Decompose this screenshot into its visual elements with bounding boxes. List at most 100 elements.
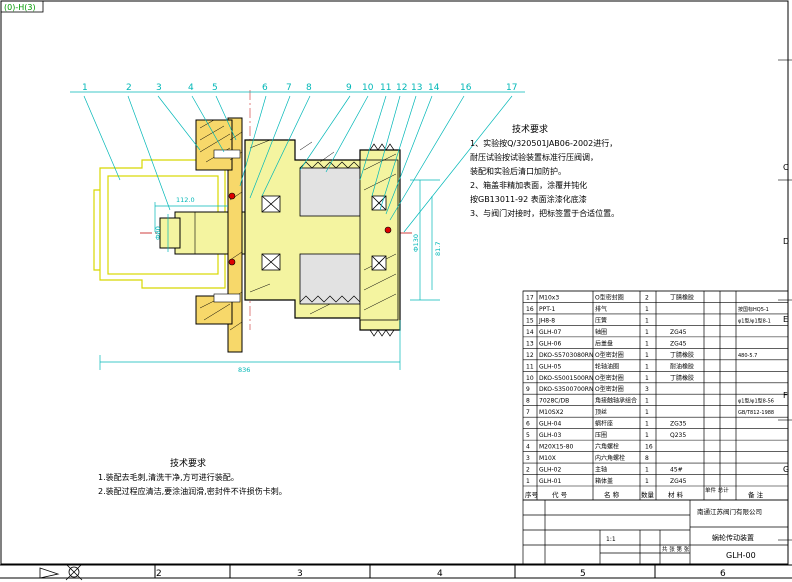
balloon-14: 14	[428, 83, 440, 93]
bom-cell-name: 压圈	[595, 432, 607, 439]
balloon-7: 7	[286, 83, 292, 93]
balloon-10: 10	[362, 83, 374, 93]
bom-cell-qty: 1	[645, 409, 649, 416]
drawing-name: 蜗轮传动装置	[712, 533, 754, 542]
bom-cell-name: 后盖盘	[595, 339, 613, 347]
balloon-3: 3	[156, 83, 162, 93]
balloon-6: 6	[262, 83, 268, 93]
bom-cell-name: O型密封圈	[595, 374, 624, 382]
side-zone-g: G	[783, 465, 789, 474]
bom-cell-name: 排气	[595, 305, 607, 313]
balloon-1: 1	[82, 83, 88, 93]
bom-cell-name: 轮轴油圈	[595, 362, 619, 370]
bearings	[261, 195, 387, 271]
bom-cell-mat: 耐油橡胶	[670, 362, 694, 370]
bom-cell-mat: ZG35	[670, 421, 687, 428]
dim-836: 836	[238, 366, 250, 374]
bom-cell-qty: 8	[645, 455, 649, 462]
drawing-number: GLH-00	[726, 551, 756, 560]
tech-req-line-5: 按GB13011-92 表面涂漆化底漆	[470, 194, 587, 204]
zone-label-3: 3	[297, 569, 303, 579]
bom-cell-no: 8	[526, 398, 530, 405]
bom-cell-qty: 2	[645, 294, 649, 301]
bom-cell-no: 6	[526, 421, 530, 428]
bom-cell-qty: 1	[645, 398, 649, 405]
balloon-numbers: 1 2 3 4 5 6 7 8 9 10 11 12 13 14 16 17	[82, 83, 517, 93]
bom-cell-no: 5	[526, 432, 530, 439]
dimension-lines	[99, 179, 440, 370]
bom-cell-mat: 丁腈橡胶	[670, 293, 694, 301]
bom-header-name: 名 称	[604, 490, 620, 499]
bom-cell-note: GB/T812-1988	[738, 410, 774, 416]
bom-cell-note: φ1型/φ1型8-56	[738, 398, 774, 405]
tech-req-line-3: 装配和实验后清口加防护。	[470, 166, 566, 176]
bom-cell-mat: ZG45	[670, 340, 687, 347]
bom-header-qty: 数量	[641, 490, 655, 499]
bom-cell-no: 3	[526, 455, 530, 462]
bom-cell-name: 蜗杆座	[595, 420, 613, 428]
bom-cell-code: GLH-07	[539, 329, 561, 336]
bom-cell-no: 16	[526, 306, 534, 313]
dim-817: 81.7	[434, 242, 442, 256]
bom-cell-no: 11	[526, 363, 534, 370]
title-block: 南通江苏阀门有限公司 蜗轮传动装置 GLH-00 1:1 共 张 第 张	[522, 499, 789, 565]
bom-cell-name: 六角螺栓	[595, 443, 619, 451]
side-zone-c: C	[783, 163, 789, 172]
bom-cell-note: 480-5.7	[738, 353, 757, 359]
balloon-9: 9	[346, 83, 352, 93]
bom-cell-qty: 1	[645, 363, 649, 370]
bom-cell-qty: 1	[645, 340, 649, 347]
bom-cell-no: 4	[526, 444, 530, 451]
balloon-11: 11	[380, 83, 391, 93]
bom-cell-name: 轴圈	[595, 328, 607, 336]
balloon-5: 5	[212, 83, 218, 93]
dim-d130: Ф130	[412, 234, 420, 252]
tech-req-line-2: 耐压试验按试验装置标准行压阀调，	[470, 152, 598, 162]
bom-cell-qty: 1	[645, 317, 649, 324]
tech-req-title: 技术要求	[512, 123, 548, 135]
tech-req2-line-1: 1.装配去毛刺,清洗干净,方可进行装配。	[98, 472, 239, 482]
bom-cell-name: 内六角螺栓	[595, 454, 625, 462]
zone-label-6: 6	[720, 569, 726, 579]
bom-cell-mat: ZG45	[670, 329, 687, 336]
bom-cell-name: O型密封圈	[595, 351, 624, 359]
bom-cell-mat: 丁腈橡胶	[670, 374, 694, 382]
bom-cell-code: 7028C/DB	[539, 398, 569, 405]
zone-label-2: 2	[156, 569, 162, 579]
tech-req-line-6: 3、与阀门对接时，把标签置于合适位置。	[470, 208, 619, 218]
side-zone-e: E	[783, 315, 788, 324]
tech-req-line-1: 1、实验按Q/320501JAB06-2002进行，	[470, 138, 617, 148]
bom-cell-qty: 1	[645, 306, 649, 313]
bom-cell-qty: 1	[645, 467, 649, 474]
bom-cell-name: O型密封圈	[595, 293, 624, 301]
company-name: 南通江苏阀门有限公司	[697, 507, 762, 516]
zone-label-4: 4	[437, 569, 443, 579]
balloon-8: 8	[306, 83, 312, 93]
balloon-16: 16	[460, 83, 472, 93]
dim-112: 112.0	[176, 196, 195, 204]
bom-cell-name: 主轴	[595, 466, 607, 474]
balloon-leaders	[70, 91, 525, 233]
corner-tag-box: (0)-H(3)	[0, 0, 44, 13]
bom-cell-qty: 1	[645, 432, 649, 439]
bom-cell-name: O型密封圈	[595, 385, 624, 393]
bom-cell-mat: 45#	[670, 467, 683, 474]
bom-header-code: 代 号	[552, 490, 568, 499]
technical-requirements-top: 技术要求 1、实验按Q/320501JAB06-2002进行， 耐压试验按试验装…	[470, 123, 619, 218]
bom-cell-mat: ZG45	[670, 478, 687, 485]
bom-cell-mat: Q235	[670, 432, 686, 439]
bom-cell-qty: 16	[645, 444, 653, 451]
technical-requirements-bottom: 技术要求 1.装配去毛刺,清洗干净,方可进行装配。 2.装配过程应清洁,要涂油润…	[98, 457, 287, 496]
bom-cell-code: M10x3	[539, 294, 559, 301]
bom-cell-code: M10X	[539, 455, 556, 462]
balloon-2: 2	[126, 83, 132, 93]
bom-header-row: 序号 代 号 名 称 数量 材 料 单件 总计 备 注	[525, 486, 764, 499]
dimension-texts: 112.0 Ф80 Ф130 81.7 836	[154, 196, 442, 374]
bom-cell-mat: 丁腈橡胶	[670, 351, 694, 359]
bom-cell-no: 12	[526, 352, 534, 359]
dim-d80: Ф80	[154, 226, 162, 240]
bom-header-note: 备 注	[748, 490, 764, 499]
